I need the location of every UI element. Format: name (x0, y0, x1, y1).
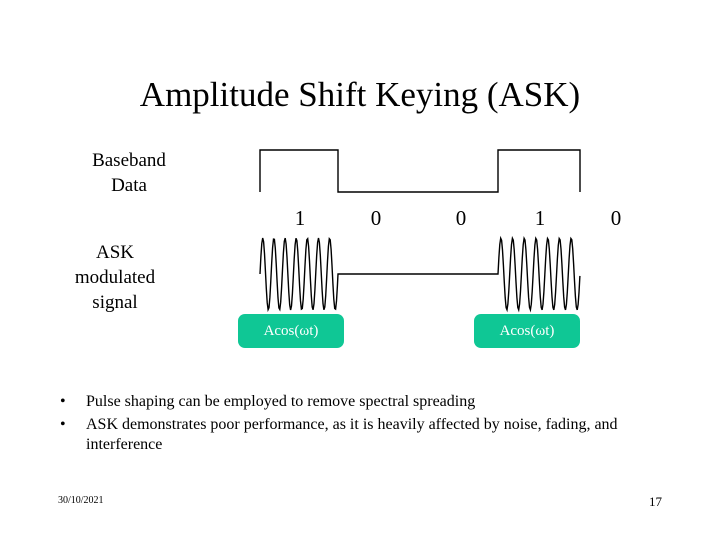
ask-label-line2: modulated (74, 267, 156, 288)
bit-label-5: 0 (610, 206, 622, 230)
footer-date: 30/10/2021 (58, 495, 104, 506)
bit-label-1: 1 (294, 206, 306, 230)
ask-label-line1: ASK (95, 242, 134, 263)
ask-modulated-signal-label: ASK modulated signal (30, 240, 200, 315)
ask-waveform-path (259, 235, 581, 313)
bullet-marker-icon: • (60, 393, 66, 410)
bit-label-4: 1 (534, 206, 546, 230)
baseband-data-label: Baseband Data (44, 148, 214, 198)
ask-label-line3: signal (92, 292, 138, 313)
bit-label-3: 0 (455, 206, 467, 230)
bullet-item-1-text: Pulse shaping can be employed to remove … (86, 393, 476, 410)
bullet-item-1: • Pulse shaping can be employed to remov… (52, 392, 672, 412)
baseband-waveform-path (259, 149, 581, 193)
bullet-list: • Pulse shaping can be employed to remov… (52, 392, 672, 455)
waveform-svg (259, 149, 581, 313)
baseband-data-label-line2: Data (111, 175, 147, 196)
waveform-diagram (230, 138, 700, 318)
carrier-label-box-1: Acos(ωt) (238, 314, 344, 348)
bullet-item-2-text: ASK demonstrates poor performance, as it… (86, 416, 618, 453)
bit-label-2: 0 (370, 206, 382, 230)
footer-page-number: 17 (649, 494, 662, 509)
bullet-item-2: • ASK demonstrates poor performance, as … (52, 415, 672, 455)
page-title: Amplitude Shift Keying (ASK) (139, 75, 581, 114)
carrier-label-box-2: Acos(ωt) (474, 314, 580, 348)
baseband-data-label-line1: Baseband (92, 150, 166, 171)
bullet-marker-icon: • (60, 416, 66, 433)
